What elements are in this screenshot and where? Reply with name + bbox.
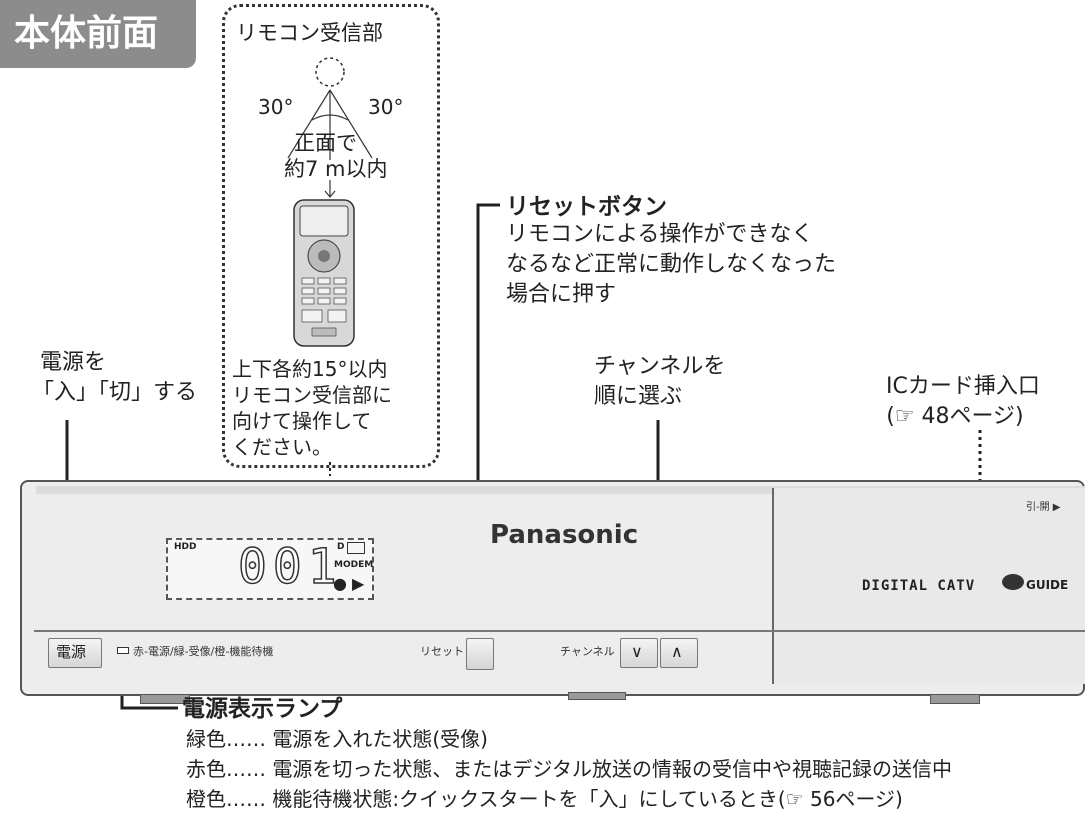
card-slot-panel [772,488,1085,684]
front-distance-line1: 正面で [294,131,357,155]
ic-card-note: ICカード挿入口 (☞ 48ページ) [870,372,1040,432]
channel-up-button[interactable] [660,638,698,668]
power-button-label: 電源 [56,643,87,661]
section-tab [0,0,196,68]
display-digits: 001 [237,539,343,595]
section-tab-label: 本体前面 [14,13,159,54]
power-note: 電源を 「入」「切」する [32,348,197,408]
front-display [166,538,374,600]
reset-button[interactable] [466,638,494,670]
power-note-line2: 「入」「切」する [32,380,198,405]
ic-card-line2: (☞ 48ページ) [886,404,1024,429]
power-note-line1: 電源を [40,350,107,375]
slot-open-label: 引-開 ▶ [1026,502,1061,513]
channel-note: チャンネルを 順に選ぶ [594,352,725,412]
reset-title: リセットボタン [506,194,667,220]
ic-card-line1: ICカード挿入口 [886,374,1040,399]
channel-up-icon: ∧ [671,642,683,661]
lamp-legend: 赤-電源/緑-受像/橙-機能待機 [133,645,274,658]
device-top-strip [36,486,1085,494]
angle-left-label: 30° [258,95,294,119]
mail-icon [347,542,365,554]
digital-catv-logo: DIGITAL CATV [862,578,976,594]
g-guide-icon [1002,574,1024,590]
reset-desc-line: 場合に押す [506,282,617,307]
remote-note-line: ください。 [232,435,332,459]
down-arrow-icon [324,180,336,198]
foot-center [568,692,626,700]
power-button[interactable] [48,638,102,668]
remote-control-image [293,199,355,347]
channel-note-line2: 順に選ぶ [594,384,683,409]
angle-right-label: 30° [368,95,404,119]
reset-desc-line: リモコンによる操作ができなく [506,222,814,247]
display-modem: MODEM [334,560,374,570]
record-icon: ● ▶ [333,574,365,593]
foot-right [930,694,980,704]
reset-label: リセット [420,645,464,658]
brand-logo: Panasonic [490,520,639,550]
lamp-item-green: 緑色…… 電源を入れた状態(受像) [186,727,488,751]
remote-sensor-callout [222,4,440,468]
display-hdd: HDD [174,542,197,552]
channel-label: チャンネル [560,645,615,658]
remote-sensor-title: リモコン受信部 [236,21,383,45]
power-lamp-title: 電源表示ランプ [182,696,343,722]
display-d: D [337,542,345,552]
reset-desc-line: なるなど正常に動作しなくなった [506,252,837,277]
device-bottom-rail [34,630,1085,632]
angle-diagram [287,57,373,160]
channel-down-button[interactable] [620,638,658,668]
front-distance-line2: 約7 m以内 [284,157,388,181]
channel-down-icon: ∨ [631,642,643,661]
foot-left [140,694,190,704]
remote-note-line: リモコン受信部に [232,383,392,407]
remote-note: 上下各約15°以内 リモコン受信部に 向けて操作して ください。 [232,356,392,460]
remote-note-line: 上下各約15°以内 [232,357,388,381]
channel-note-line1: チャンネルを [594,354,726,379]
g-guide-label: GUIDE [1026,578,1069,592]
power-lamp-list: 緑色…… 電源を入れた状態(受像) 赤色…… 電源を切った状態、またはデジタル放… [186,724,952,814]
lamp-item-red: 赤色…… 電源を切った状態、またはデジタル放送の情報の受信中や視聴記録の送信中 [186,757,952,781]
lamp-item-orange: 橙色…… 機能待機状態:クイックスタートを「入」にしているとき(☞ 56ページ) [186,787,903,811]
power-lamp-indicator [117,647,129,654]
reset-description: リモコンによる操作ができなく なるなど正常に動作しなくなった 場合に押す [506,220,836,310]
remote-note-line: 向けて操作して [232,409,372,433]
